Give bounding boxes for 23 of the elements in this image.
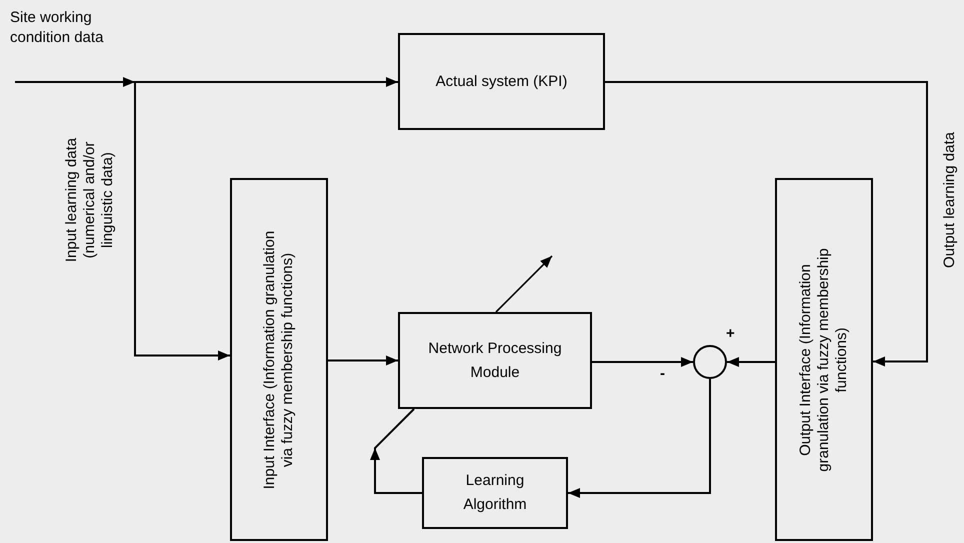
box-label: Actual system (KPI) (436, 72, 568, 92)
arrow (592, 357, 693, 367)
data-label: Input learning data (numerical and/or linguistic data) (63, 136, 117, 264)
sign-label: + (726, 326, 735, 341)
box-label: Output Interface (Information granulation via fuzzy membership functions) (797, 246, 851, 474)
box-label: Input Interface (Information granulation via fuzzy membership functions) (261, 230, 297, 490)
process-box (422, 457, 568, 529)
interface-box (230, 178, 328, 541)
arrow (568, 379, 711, 498)
data-label: Site working condition data (10, 8, 104, 48)
arrow (328, 356, 398, 366)
arrow (605, 81, 928, 366)
arrow (134, 82, 230, 360)
sign-label: - (660, 366, 665, 381)
arrow (727, 357, 775, 367)
process-box (398, 33, 605, 130)
arrow (370, 408, 422, 494)
box-label: Network Processing Module (427, 338, 563, 382)
arrow (15, 77, 398, 87)
data-label: Output learning data (941, 131, 959, 270)
process-box (398, 312, 592, 409)
box-label: Learning Algorithm (462, 471, 528, 515)
interface-box (775, 178, 873, 541)
